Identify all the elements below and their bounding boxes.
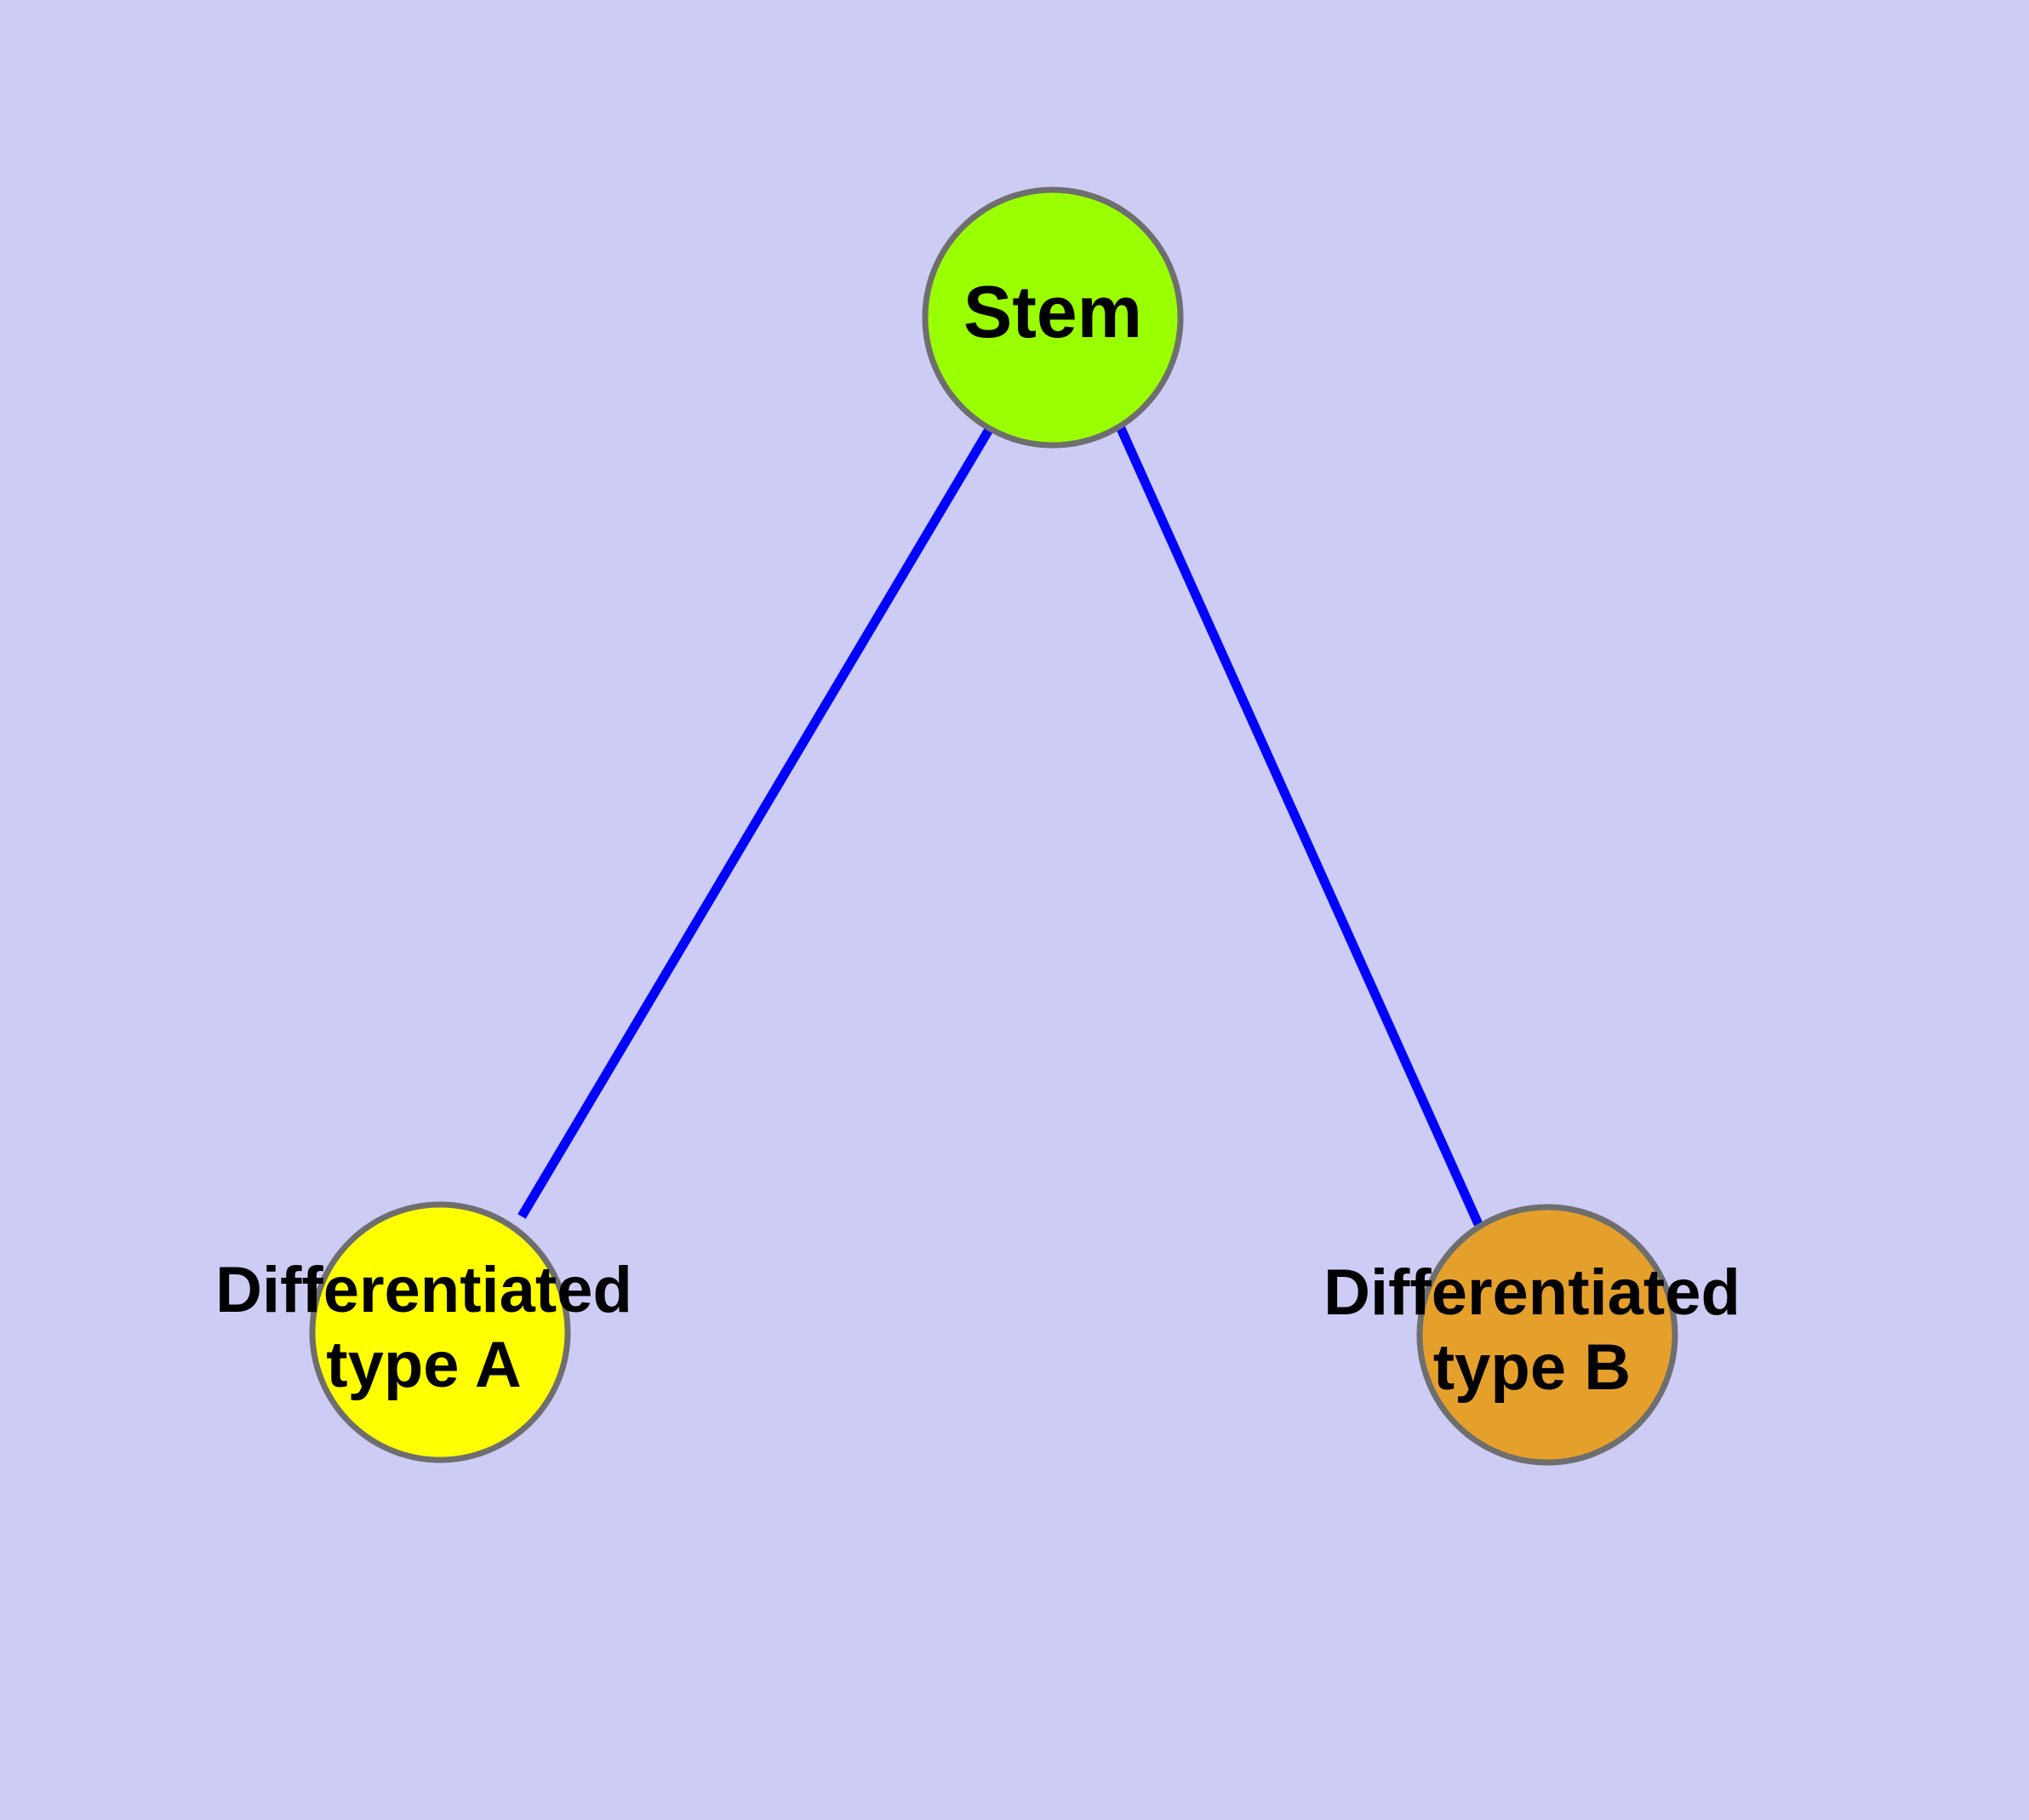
label-line: Differentiated [1323,1256,1740,1329]
edge-stem-to-diff-b [1115,424,1483,1227]
node-stem[interactable] [922,186,1184,449]
nodes-layer [309,186,1678,1466]
node-label-stem: Stem [963,272,1142,353]
edges-layer [517,424,1483,1227]
node-diff-a[interactable] [309,1201,571,1463]
label-line: type A [326,1329,521,1401]
node-diff-b[interactable] [1416,1204,1678,1466]
label-line: type B [1433,1331,1631,1404]
label-line: Stem [963,272,1142,353]
edge-stem-to-diff-a [517,426,994,1219]
label-line: Differentiated [215,1254,632,1326]
